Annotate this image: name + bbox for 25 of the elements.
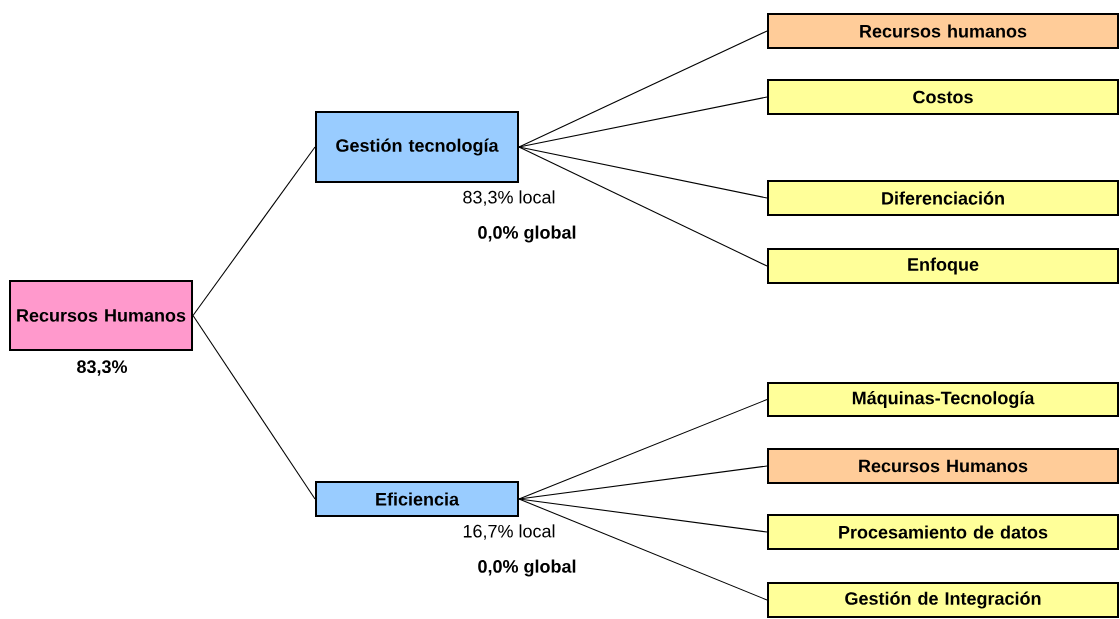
label-box: Gestión tecnología (315, 111, 519, 183)
connector-line (518, 465, 768, 500)
label-box: Recursos Humanos (767, 448, 1119, 484)
label-box: Máquinas-Tecnología (767, 382, 1119, 417)
connector-line (192, 314, 316, 500)
label-box: Eficiencia (315, 481, 519, 517)
connector-line (518, 146, 768, 199)
connector-line (518, 498, 768, 601)
label-box: Recursos humanos (767, 13, 1119, 49)
label-box: Gestión de Integración (767, 582, 1119, 618)
percentage-label: 83,3% local (463, 190, 555, 206)
percentage-label: 16,7% local (463, 524, 555, 540)
percentage-label: 83,3% (77, 360, 128, 376)
label-box: Procesamiento de datos (767, 514, 1119, 550)
label-box: Recursos Humanos (9, 280, 193, 351)
label-box: Diferenciación (767, 180, 1119, 216)
percentage-label: 0,0% global (478, 559, 576, 577)
label-box: Enfoque (767, 248, 1119, 284)
connector-line (518, 96, 768, 148)
connector-line (518, 146, 768, 267)
connector-line (192, 146, 316, 317)
connector-line (518, 30, 768, 148)
label-box: Costos (767, 79, 1119, 115)
percentage-label: 0,0% global (478, 225, 576, 243)
connector-line (518, 398, 768, 500)
